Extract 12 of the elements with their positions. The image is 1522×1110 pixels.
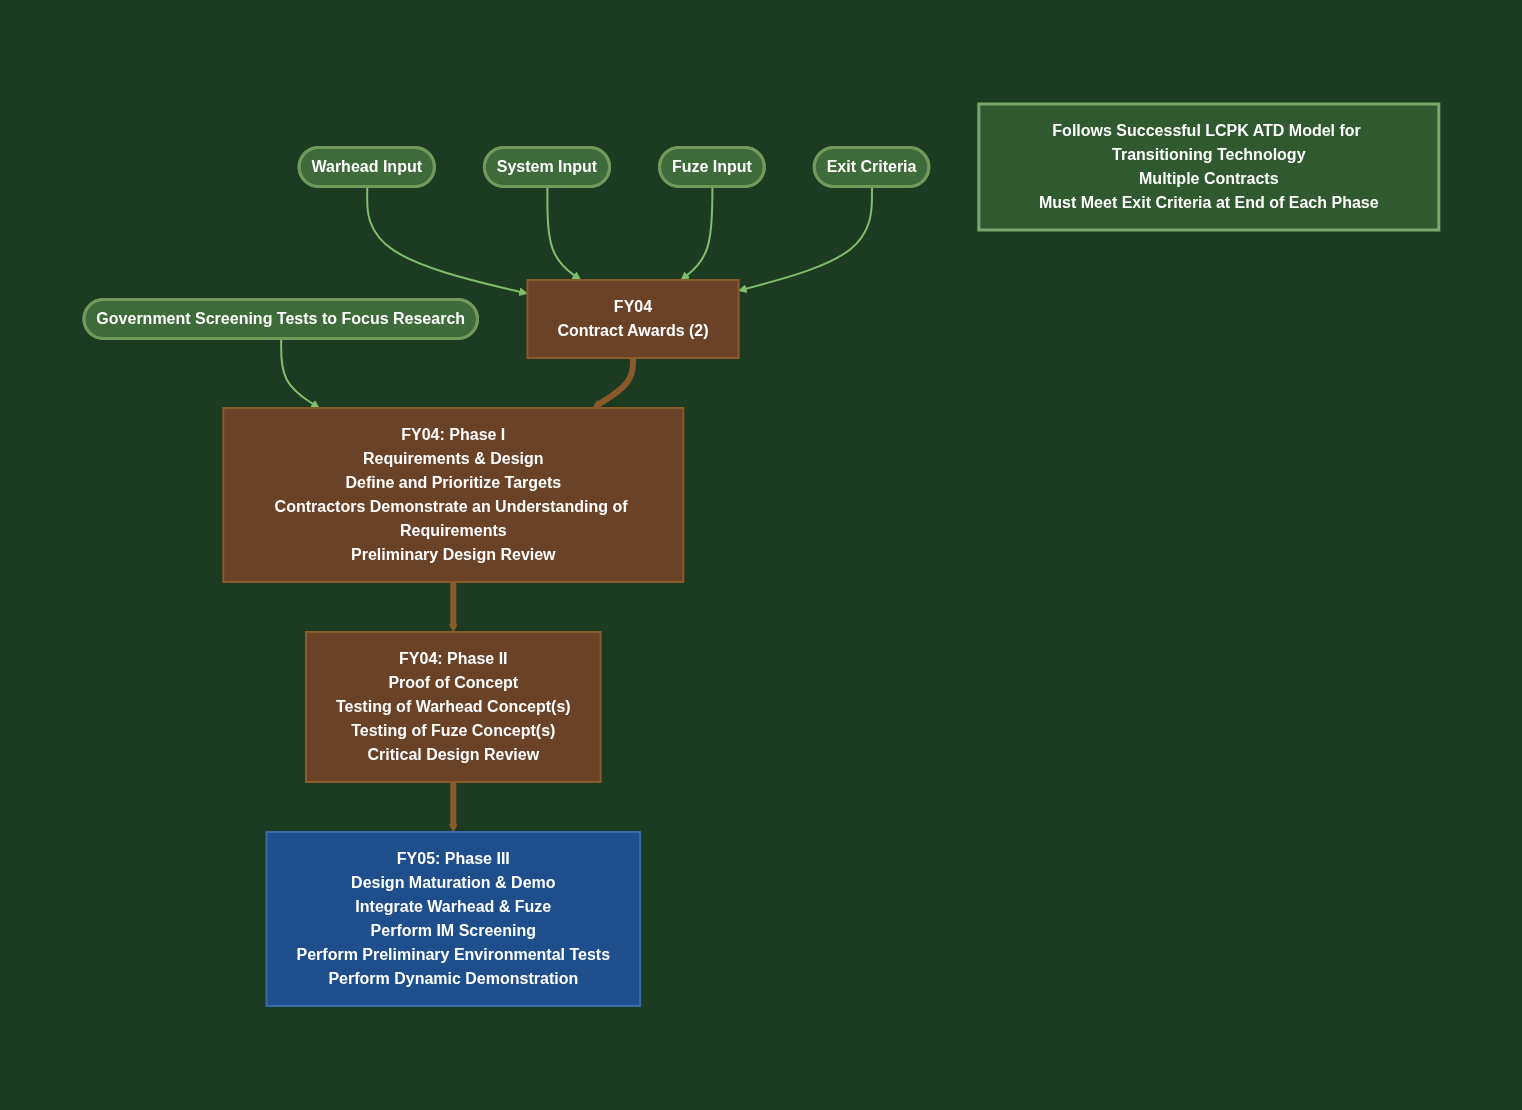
node-box: FY04 Contract Awards (2) bbox=[526, 279, 740, 359]
node-box: FY04: Phase I Requirements & Design Define and Prioritize Targets Contractors Demonstrate an Understanding of Requirements Preliminary Design Review bbox=[221, 407, 684, 583]
node-box: FY05: Phase III Design Maturation & Demo Integrate Warhead & Fuze Perform IM Screening Perform Preliminary Environmental Tests Perform Dynamic Demonstration bbox=[265, 831, 641, 1007]
arrow bbox=[680, 186, 713, 281]
arrow bbox=[279, 338, 320, 409]
node-box: Follows Successful LCPK ATD Model for Transitioning Technology Multiple Contracts Must Meet Exit Criteria at End of Each Phase bbox=[976, 102, 1440, 232]
arrow bbox=[592, 358, 636, 409]
arrow bbox=[448, 782, 458, 833]
arrow bbox=[365, 186, 528, 297]
node-box: FY04: Phase II Proof of Concept Testing of Warhead Concept(s) Testing of Fuze Concept(s) Critical Design Review bbox=[304, 631, 602, 783]
arrow bbox=[545, 186, 581, 281]
arrow bbox=[448, 582, 458, 633]
